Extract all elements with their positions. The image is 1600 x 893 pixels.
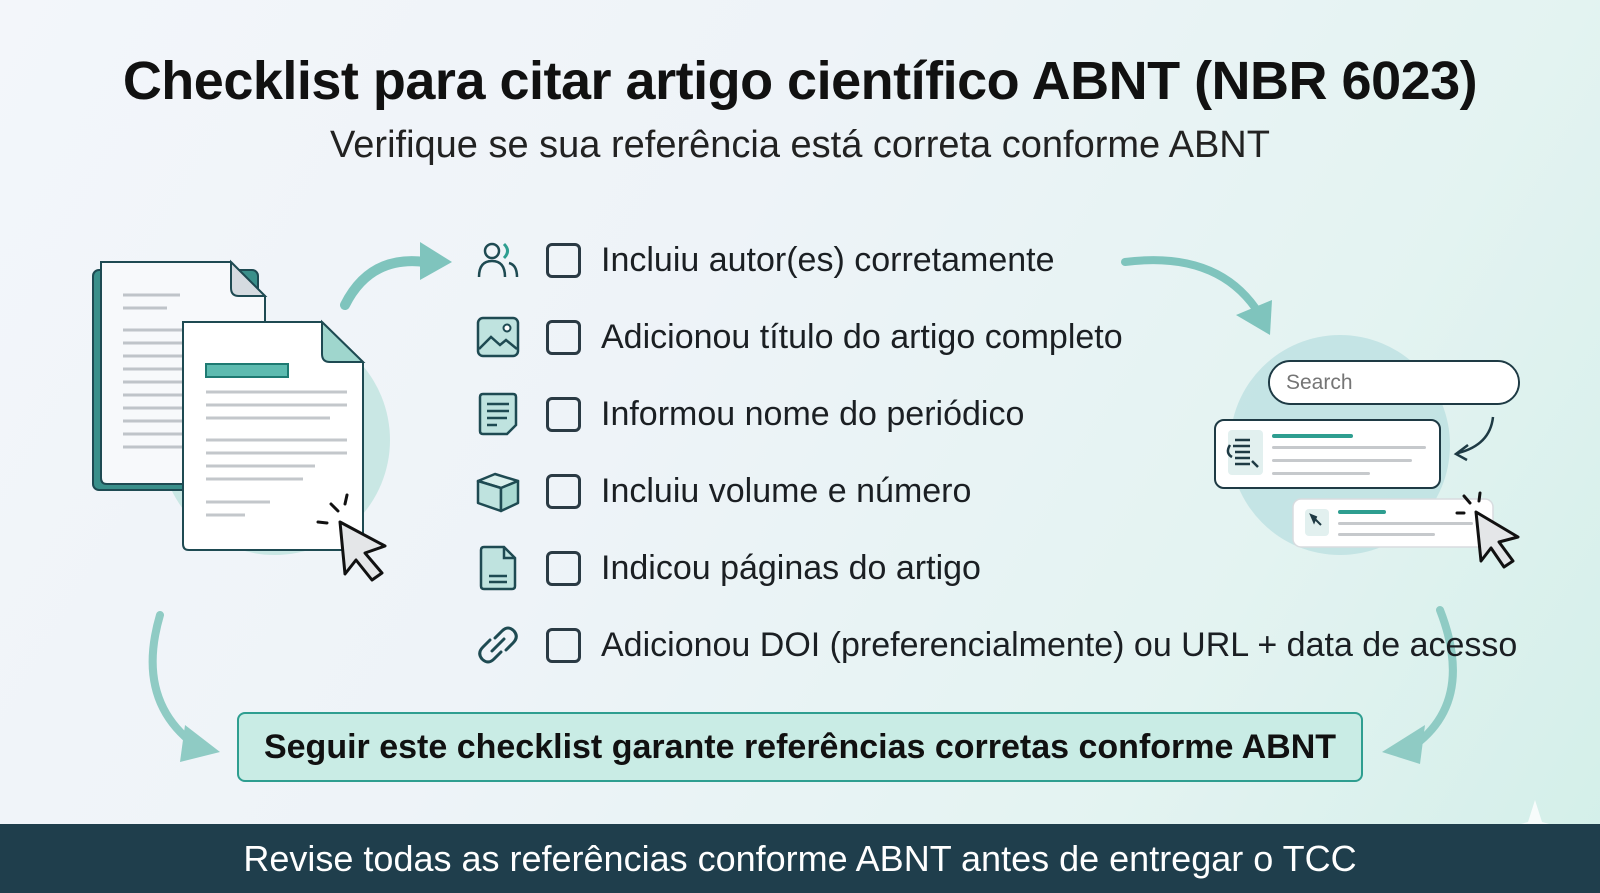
documents-illustration — [92, 259, 390, 582]
checkbox[interactable] — [546, 319, 581, 355]
checklist-label: Adicionou DOI (preferencialmente) ou URL… — [601, 625, 1518, 664]
search-bar[interactable] — [1268, 360, 1520, 405]
checkbox[interactable] — [546, 473, 581, 509]
checkbox[interactable] — [546, 396, 581, 432]
checklist-label: Informou nome do periódico — [601, 394, 1025, 433]
file-icon — [472, 542, 524, 594]
checklist-label: Incluiu autor(es) corretamente — [601, 240, 1055, 279]
search-input[interactable] — [1270, 362, 1518, 403]
checklist-item[interactable]: Indicou páginas do artigo — [472, 543, 981, 593]
image-icon — [472, 311, 524, 363]
page-title: Checklist para citar artigo científico A… — [122, 51, 1478, 111]
checkbox[interactable] — [546, 627, 581, 663]
note-icon — [472, 388, 524, 440]
checklist-label: Incluiu volume e número — [601, 471, 972, 510]
summary-banner: Seguir este checklist garante referência… — [237, 712, 1363, 782]
checklist-item[interactable]: Adicionou título do artigo completo — [472, 312, 1123, 362]
checkbox[interactable] — [546, 242, 581, 278]
box-icon — [472, 465, 524, 517]
checkbox[interactable] — [546, 550, 581, 586]
footer-banner: Revise todas as referências conforme ABN… — [0, 824, 1600, 893]
checklist-item[interactable]: Adicionou DOI (preferencialmente) ou URL… — [472, 620, 1517, 670]
checklist-item[interactable]: Incluiu autor(es) corretamente — [472, 235, 1055, 285]
page-subtitle: Verifique se sua referência está correta… — [330, 124, 1270, 166]
checklist-label: Indicou páginas do artigo — [601, 548, 981, 587]
checklist-label: Adicionou título do artigo completo — [601, 317, 1123, 356]
link-icon — [472, 619, 524, 671]
users-icon — [472, 234, 524, 286]
search-illustration — [1200, 325, 1540, 585]
checklist-item[interactable]: Incluiu volume e número — [472, 466, 971, 516]
checklist-item[interactable]: Informou nome do periódico — [472, 389, 1024, 439]
